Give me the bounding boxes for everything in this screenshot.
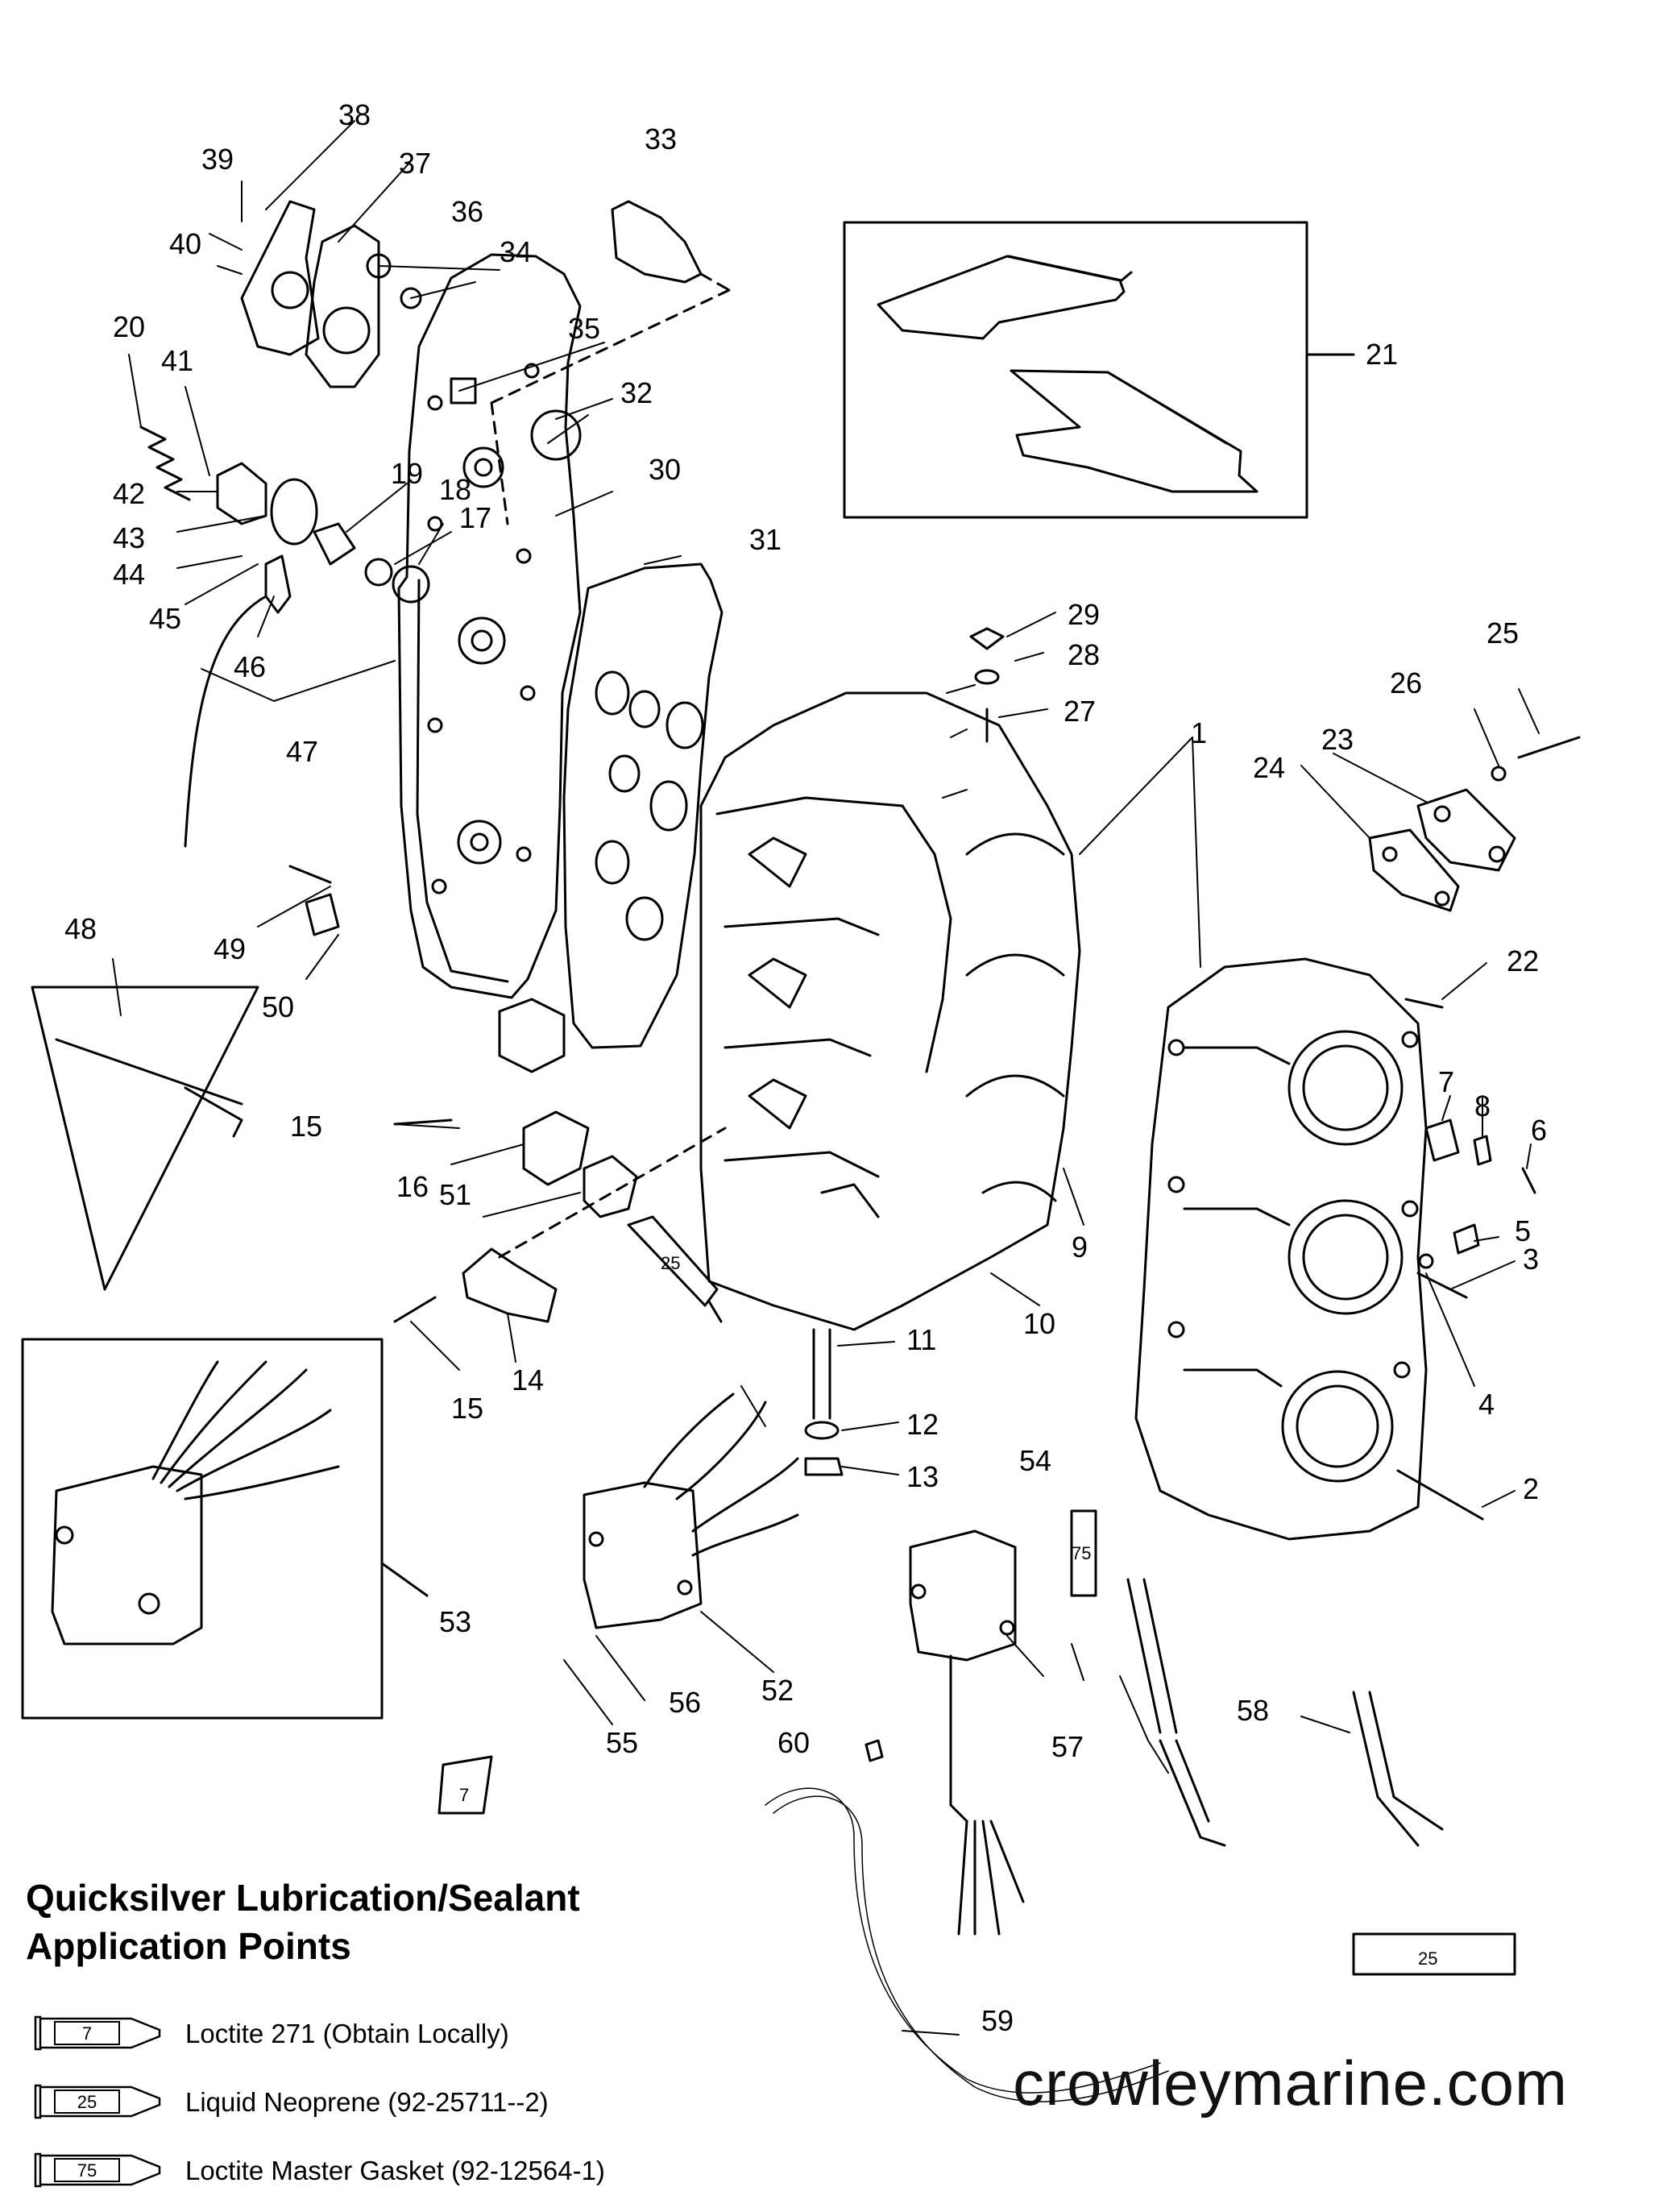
callout-23: 23 bbox=[1321, 723, 1354, 756]
callout-18: 18 bbox=[439, 473, 471, 506]
callout-26: 26 bbox=[1390, 666, 1422, 699]
callout-17: 17 bbox=[459, 501, 491, 534]
callout-13: 13 bbox=[906, 1460, 939, 1493]
callout-38: 38 bbox=[338, 98, 371, 131]
callout-24: 24 bbox=[1253, 751, 1285, 784]
module-54 bbox=[909, 1529, 1025, 1936]
callout-54: 54 bbox=[1019, 1444, 1051, 1477]
svg-text:25: 25 bbox=[77, 2092, 97, 2112]
callout-12: 12 bbox=[906, 1408, 939, 1441]
inset-box-21 bbox=[843, 221, 1355, 519]
callout-21: 21 bbox=[1366, 338, 1398, 371]
site-watermark: crowleymarine.com bbox=[1013, 2048, 1568, 2119]
tube-label-25a: 25 bbox=[661, 1253, 680, 1273]
legend-item-text: Loctite Master Gasket (92-12564-1) bbox=[185, 2156, 605, 2185]
legend-item-text: Liquid Neoprene (92-25711--2) bbox=[185, 2087, 549, 2117]
sealant-tube-icon: 25 bbox=[34, 2084, 161, 2119]
harness-59 bbox=[765, 1787, 1169, 2102]
callout-40: 40 bbox=[169, 227, 201, 260]
inset-box-53 bbox=[21, 1338, 429, 1720]
callout-37: 37 bbox=[399, 147, 431, 180]
callout-29: 29 bbox=[1068, 598, 1100, 631]
hardware-misc bbox=[31, 200, 1581, 1762]
callout-6: 6 bbox=[1531, 1114, 1547, 1147]
sealant-tube-icon: 7 bbox=[34, 2015, 161, 2051]
callout-46: 46 bbox=[234, 650, 266, 683]
sealant-tube-icon: 75 bbox=[34, 2152, 161, 2188]
module-52 bbox=[583, 1392, 799, 1629]
callout-53: 53 bbox=[439, 1605, 471, 1638]
callout-2: 2 bbox=[1523, 1472, 1539, 1505]
callout-41: 41 bbox=[161, 344, 193, 377]
callout-45: 45 bbox=[149, 602, 181, 635]
callout-52: 52 bbox=[761, 1674, 794, 1707]
svg-text:75: 75 bbox=[77, 2160, 97, 2181]
callout-16: 16 bbox=[396, 1170, 429, 1203]
callout-57: 57 bbox=[1051, 1730, 1084, 1763]
callout-8: 8 bbox=[1474, 1089, 1491, 1123]
callout-55: 55 bbox=[606, 1726, 638, 1759]
cylinder-block-right bbox=[1134, 957, 1428, 1541]
callout-10: 10 bbox=[1023, 1307, 1055, 1340]
gasket-31 bbox=[562, 562, 724, 1049]
callout-14: 14 bbox=[512, 1363, 544, 1397]
callout-51: 51 bbox=[439, 1178, 471, 1211]
callout-50: 50 bbox=[262, 990, 294, 1023]
callout-1: 1 bbox=[1191, 716, 1207, 749]
leads-57-58 bbox=[1126, 1578, 1444, 1847]
callout-36: 36 bbox=[451, 195, 483, 228]
callout-5: 5 bbox=[1515, 1214, 1531, 1247]
legend-title: Quicksilver Lubrication/Sealant Applicat… bbox=[26, 1874, 751, 1970]
callout-25: 25 bbox=[1486, 616, 1519, 649]
callout-34: 34 bbox=[500, 235, 532, 268]
cover-plate-23 bbox=[1368, 788, 1516, 912]
legend-title-line2: Application Points bbox=[26, 1925, 351, 1967]
cover-plate-30 bbox=[397, 253, 582, 999]
callout-27: 27 bbox=[1064, 695, 1096, 728]
callout-15b: 15 bbox=[451, 1392, 483, 1425]
callout-58: 58 bbox=[1237, 1694, 1269, 1727]
callout-labels: 1 2 3 4 5 6 7 8 9 10 11 12 13 14 15 15 1… bbox=[64, 98, 1547, 2037]
crankcase-half-left bbox=[699, 691, 1081, 1331]
leader-lines bbox=[112, 120, 1540, 2036]
callout-44: 44 bbox=[113, 558, 145, 591]
callout-22: 22 bbox=[1507, 944, 1539, 977]
tube-label-25b: 25 bbox=[1418, 1948, 1437, 1969]
callout-33: 33 bbox=[645, 122, 677, 156]
callout-59: 59 bbox=[981, 2004, 1014, 2037]
svg-text:7: 7 bbox=[82, 2023, 92, 2044]
callout-47: 47 bbox=[286, 735, 318, 768]
callout-60: 60 bbox=[777, 1726, 810, 1759]
legend-item-text: Loctite 271 (Obtain Locally) bbox=[185, 2019, 509, 2048]
legend-item-loctite-271: 7 Loctite 271 (Obtain Locally) bbox=[31, 2011, 756, 2059]
callout-4: 4 bbox=[1478, 1388, 1495, 1421]
callout-11: 11 bbox=[906, 1323, 936, 1356]
callout-9: 9 bbox=[1072, 1231, 1088, 1264]
callout-7: 7 bbox=[1438, 1065, 1454, 1098]
legend-title-line1: Quicksilver Lubrication/Sealant bbox=[26, 1877, 580, 1919]
callout-32: 32 bbox=[620, 376, 653, 409]
callout-43: 43 bbox=[113, 521, 145, 554]
tube-label-7: 7 bbox=[459, 1785, 469, 1805]
callout-39: 39 bbox=[201, 143, 234, 176]
callout-19: 19 bbox=[391, 457, 423, 490]
sealant-tubes bbox=[437, 1215, 1516, 1976]
callout-30: 30 bbox=[649, 453, 681, 486]
callout-42: 42 bbox=[113, 477, 145, 510]
callout-48: 48 bbox=[64, 912, 97, 945]
legend-item-liquid-neoprene: 25 Liquid Neoprene (92-25711--2) bbox=[31, 2079, 756, 2127]
callout-28: 28 bbox=[1068, 638, 1100, 671]
callout-20: 20 bbox=[113, 310, 145, 343]
callout-49: 49 bbox=[214, 932, 246, 965]
callout-3: 3 bbox=[1523, 1243, 1539, 1276]
tube-label-75: 75 bbox=[1072, 1543, 1091, 1563]
callout-35: 35 bbox=[568, 312, 600, 345]
callout-15a: 15 bbox=[290, 1110, 322, 1143]
callout-31: 31 bbox=[749, 523, 782, 556]
legend-item-loctite-master-gasket: 75 Loctite Master Gasket (92-12564-1) bbox=[31, 2148, 756, 2196]
callout-56: 56 bbox=[669, 1686, 701, 1719]
